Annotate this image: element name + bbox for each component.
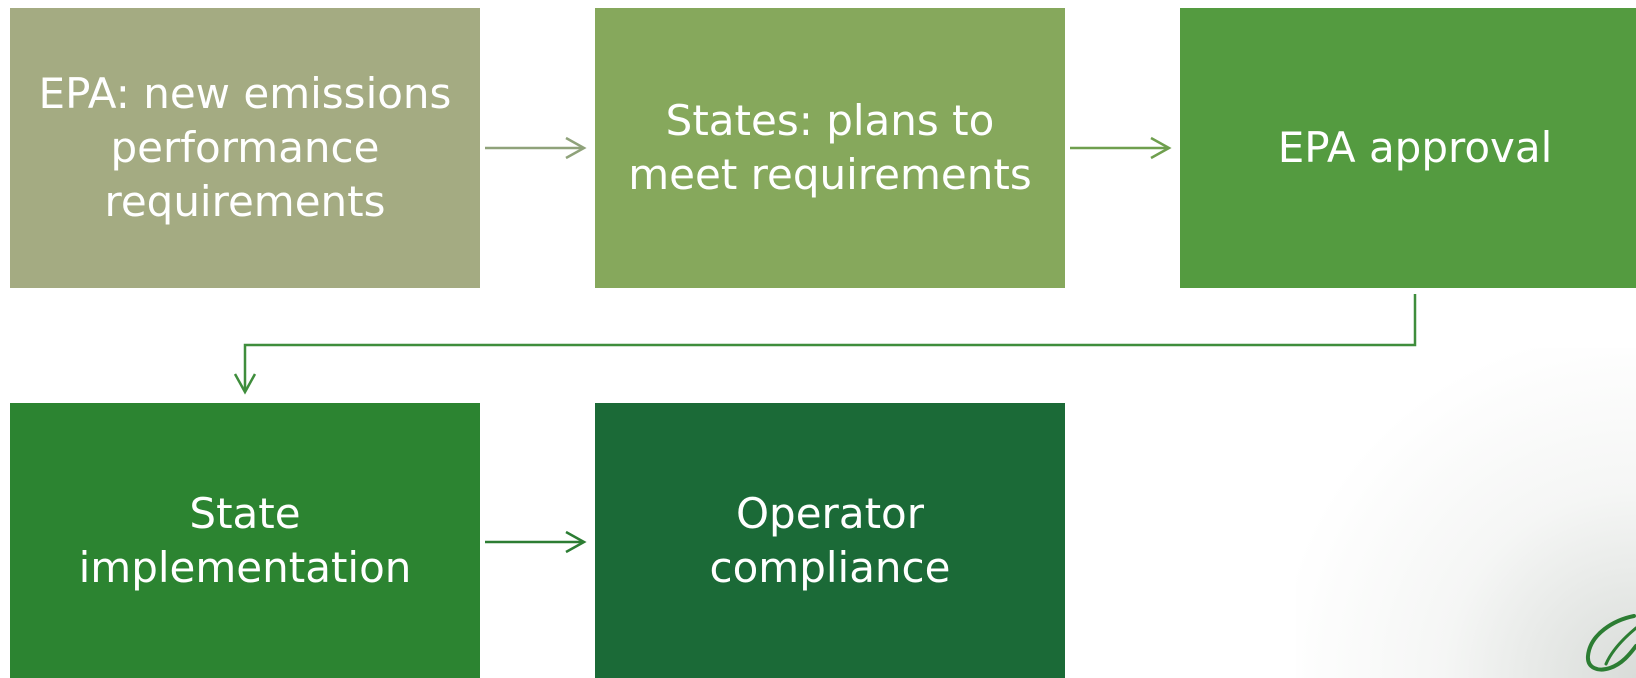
box-state-plans-label: States: plans to meet requirements [628,96,1032,199]
box-epa-approval-label: EPA approval [1277,123,1553,172]
arrow-epa-approval-to-state-implementation [233,294,1417,395]
box-epa-requirements: EPA: new emissions performance requireme… [10,8,480,288]
corner-shading [1296,348,1636,678]
box-state-plans: States: plans to meet requirements [595,8,1065,288]
box-epa-requirements-label: EPA: new emissions performance requireme… [38,69,452,226]
arrow-state-plans-to-epa-approval [1070,136,1172,160]
arrow-epa-requirements-to-state-plans [485,136,587,160]
box-state-implementation: State implementation [10,403,480,678]
box-operator-compliance-label: Operator compliance [709,488,951,592]
leaf-logo-icon [1585,614,1636,672]
box-state-implementation-label: State implementation [78,488,412,592]
box-operator-compliance: Operator compliance [595,403,1065,678]
box-epa-approval: EPA approval [1180,8,1636,288]
arrow-state-implementation-to-operator-compliance [485,530,587,554]
